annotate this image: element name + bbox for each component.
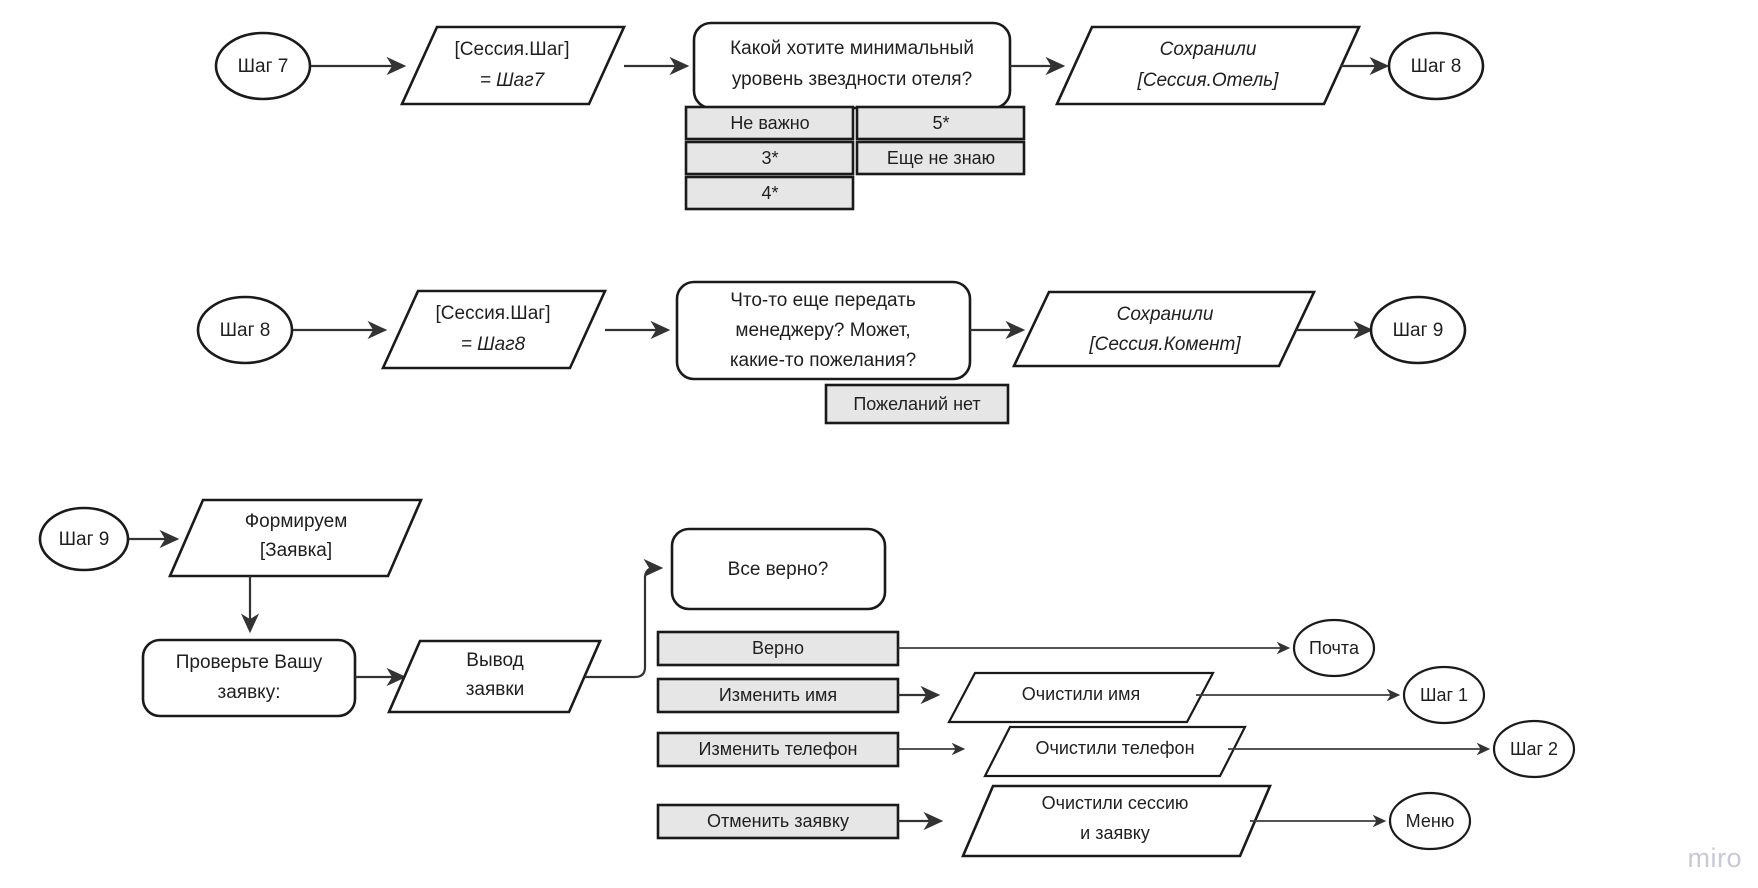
row2-option-button-0[interactable] [824,383,1010,425]
row3-branch-action-parallelogram-3[interactable] [961,784,1272,858]
row3-branch-action-parallelogram-2[interactable] [983,725,1247,778]
row1-save-line1: Сохранили [1160,39,1257,60]
row3-confirm-question-label: Все верно? [728,559,829,580]
row1-start-node[interactable] [214,31,312,101]
row3-branch-button-2[interactable] [656,731,900,768]
row3-output-line1: Вывод [466,650,523,671]
row3-branch-end-node-0[interactable] [1292,618,1376,678]
row2-save-line2: [Сессия.Комент] [1088,334,1241,355]
row3-branch-end-label-3: Меню [1406,811,1455,831]
row3-branch-end-label-1: Шаг 1 [1420,685,1468,705]
row1-option-label-0: Не важно [730,113,809,133]
row3-start-node[interactable] [38,506,130,572]
row3-branch-action-label-2: Очистили телефон [1035,738,1194,758]
row2-end-node[interactable] [1369,295,1467,365]
row2-question-line3: какие-то пожелания? [730,350,916,371]
row3-output-line2: заявки [466,679,525,700]
row2-assign-line2: = Шаг8 [461,334,526,355]
row3-form-parallelogram[interactable] [168,498,423,578]
row1-option-button-1[interactable] [855,105,1026,141]
row1-start-node-label: Шаг 7 [238,56,289,77]
row3-check-prompt-line2: заявку: [218,682,281,703]
row1-end-node-label: Шаг 8 [1411,56,1462,77]
row3-start-node-label: Шаг 9 [59,529,110,550]
row1-question-line1: Какой хотите минимальный [730,38,974,59]
row3-branch-action-parallelogram-1[interactable] [947,671,1215,724]
row1-end-node[interactable] [1387,31,1485,101]
row2-group: Шаг 8 [Сессия.Шаг] = Шаг8 Что-то еще пер… [196,280,1467,425]
row1-option-button-3[interactable] [855,140,1026,176]
row3-branch-end-node-1[interactable] [1402,665,1486,725]
row1-option-label-1: 5* [932,113,949,133]
row3-check-prompt-line1: Проверьте Вашу [176,652,323,673]
row3-connector-output-to-confirm [585,558,664,679]
row2-question-line1: Что-то еще передать [730,290,916,311]
row3-confirm-question-box[interactable] [670,527,887,611]
row3-branch-end-label-0: Почта [1309,638,1360,658]
row1-question-box[interactable] [692,21,1012,110]
row3-branch-end-node-2[interactable] [1492,719,1576,779]
row1-save-parallelogram[interactable] [1054,25,1362,106]
row1-assign-line2: = Шаг7 [480,70,546,91]
row1-option-label-4: 4* [761,183,778,203]
row1-option-button-4[interactable] [684,175,855,211]
row3-group: Шаг 9 Формируем [Заявка] Проверьте Вашу … [38,498,1576,858]
row3-form-line2: [Заявка] [260,540,332,561]
row3-branch-end-label-2: Шаг 2 [1510,739,1558,759]
row3-branch-button-3[interactable] [656,803,900,840]
row1-option-button-0[interactable] [684,105,855,141]
row2-assign-parallelogram[interactable] [380,289,608,370]
row2-save-line1: Сохранили [1117,304,1214,325]
row3-branch-end-node-3[interactable] [1388,791,1472,851]
row1-question-line2: уровень звездности отеля? [732,69,972,90]
row1-group: Шаг 7 [Сессия.Шаг] = Шаг7 Какой хотите м… [214,21,1485,211]
row2-option-label-0: Пожеланий нет [853,394,980,414]
row3-branch-button-label-1: Изменить имя [719,685,837,705]
row3-branch-button-label-3: Отменить заявку [707,811,849,831]
row2-assign-line1: [Сессия.Шаг] [436,303,551,324]
row3-branch-action-line1-3: Очистили сессию [1042,793,1189,813]
row1-option-label-2: 3* [761,148,778,168]
row2-start-node-label: Шаг 8 [220,320,271,341]
row2-start-node[interactable] [196,295,294,365]
row1-assign-parallelogram[interactable] [399,25,627,106]
row3-branch-action-label-1: Очистили имя [1022,684,1140,704]
row1-assign-line1: [Сессия.Шаг] [455,39,570,60]
row1-save-line2: [Сессия.Отель] [1137,70,1280,91]
row3-branch-button-label-2: Изменить телефон [699,739,858,759]
row2-question-line2: менеджеру? Может, [735,320,910,341]
row3-branch-action-line2-3: и заявку [1080,823,1150,843]
row1-option-button-2[interactable] [684,140,855,176]
row3-form-line1: Формируем [245,511,348,532]
row3-branch-button-0[interactable] [656,630,900,667]
row2-save-parallelogram[interactable] [1011,290,1317,368]
row2-end-node-label: Шаг 9 [1393,320,1444,341]
row3-output-parallelogram[interactable] [387,639,602,714]
row1-option-label-3: Еще не знаю [887,148,995,168]
miro-watermark: miro [1687,843,1742,873]
row3-branch-button-label-0: Верно [752,638,804,658]
